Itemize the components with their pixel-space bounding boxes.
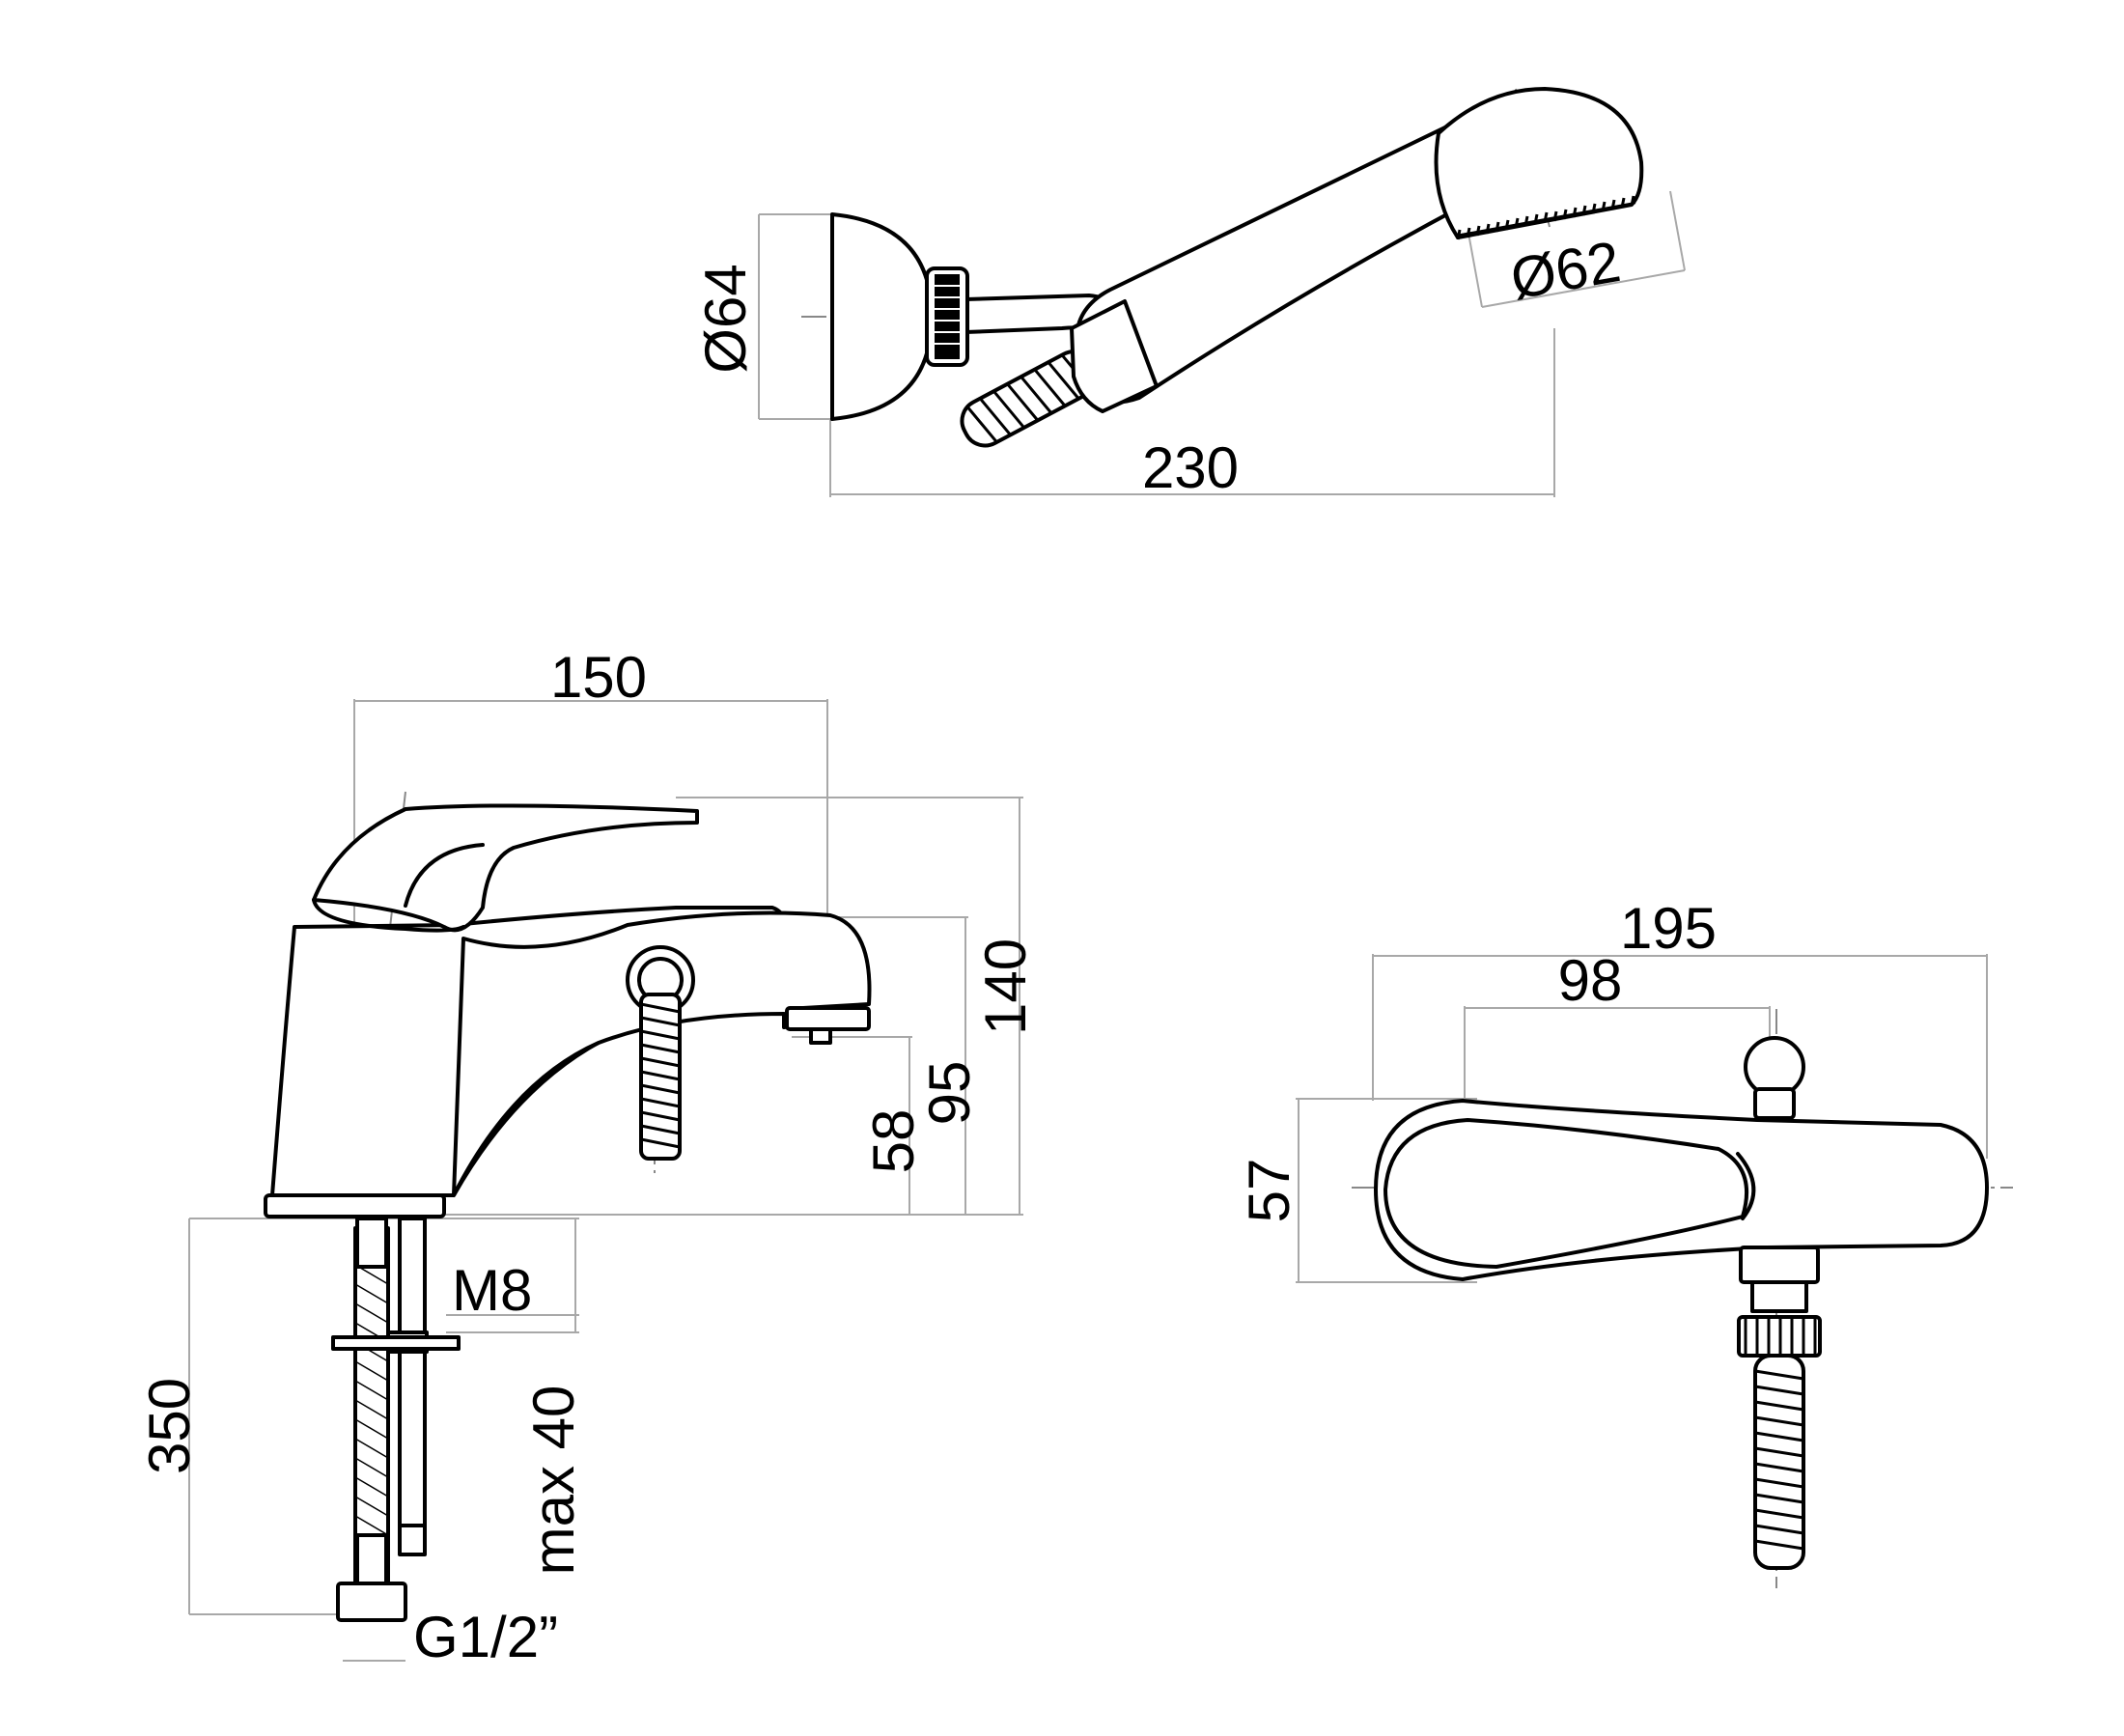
- outlet-height-label: 58: [861, 1109, 926, 1174]
- shower-overall-length-label: 230: [1142, 435, 1239, 500]
- spray-head-diameter-label: Ø62: [1506, 229, 1625, 312]
- shower-hose-coil: [960, 350, 1099, 448]
- spout-outlet-tip: [809, 1027, 832, 1045]
- fixing-stud: [331, 1217, 461, 1556]
- lever-cap: [312, 898, 465, 933]
- side-view-extension-lines: [188, 699, 1023, 1662]
- hose-length-label: 350: [137, 1378, 202, 1474]
- mixer-top-view: 195 98 57: [1237, 896, 2013, 1588]
- mixer-side-view: 150 140 95 58 M8 max 40 350 G1/2”: [137, 645, 1038, 1669]
- diverter-knob: [1744, 1036, 1805, 1120]
- total-height-label: 140: [973, 938, 1038, 1035]
- supply-hose: [336, 1217, 407, 1622]
- lever-handle: [312, 803, 699, 933]
- spray-nozzles: [1456, 195, 1635, 240]
- lever-inner: [404, 843, 485, 908]
- wall-bracket-cup: [830, 212, 934, 421]
- spout: [452, 910, 872, 1197]
- top-hose-connector: [1737, 1246, 1822, 1570]
- hand-shower-view: Ø64 Ø62 230: [693, 87, 1686, 500]
- wall-bracket-diameter-label: Ø64: [693, 264, 758, 373]
- top-overall-length-label: 195: [1620, 896, 1717, 961]
- stud-thread-label: M8: [452, 1258, 532, 1323]
- hand-shower-extension-lines: [758, 190, 1686, 497]
- top-view-extension-lines: [1296, 954, 1988, 1283]
- bracket-ring: [925, 266, 969, 367]
- spray-head: [1434, 87, 1644, 239]
- supply-nut: [336, 1582, 407, 1622]
- top-lever-inner: [1736, 1152, 1756, 1220]
- overall-depth-label: 150: [550, 645, 647, 710]
- base-plate: [264, 1193, 446, 1218]
- spout-outlet: [785, 1006, 871, 1031]
- hose-outlet: [626, 945, 695, 1161]
- handle-collar: [1070, 299, 1159, 413]
- spout-height-label: 95: [917, 1061, 982, 1126]
- top-lever: [1383, 1118, 1749, 1269]
- handle-collar-line: [1123, 300, 1159, 387]
- body-width-label: 57: [1237, 1159, 1301, 1223]
- connection-thread-label: G1/2”: [413, 1605, 558, 1669]
- max-deck-thickness-label: max 40: [521, 1386, 586, 1576]
- handle-offset-label: 98: [1558, 948, 1623, 1013]
